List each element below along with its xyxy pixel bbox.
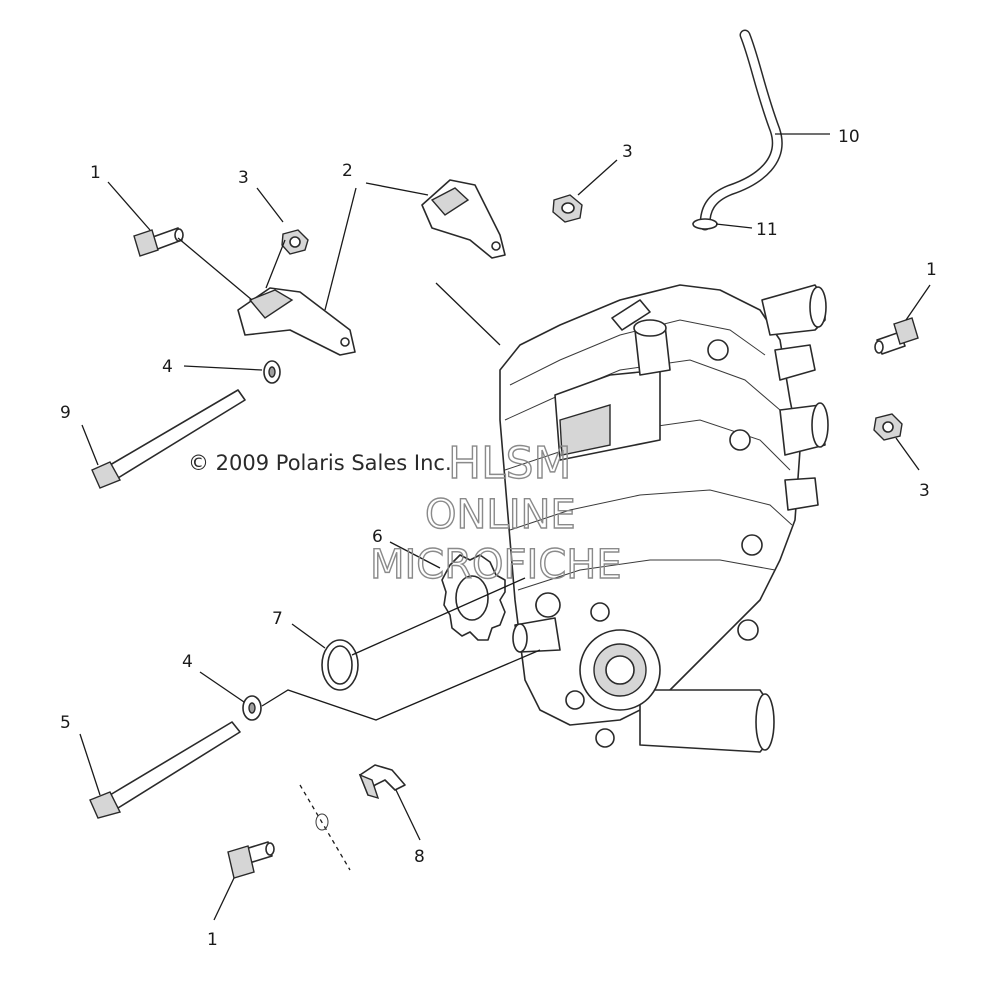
callout-4-lower: 4 <box>182 652 193 672</box>
nut-upper-center <box>552 194 583 223</box>
nut-upper-left <box>281 229 309 255</box>
long-bolt-upper <box>91 389 246 489</box>
callout-9: 9 <box>60 403 71 423</box>
callout-11: 11 <box>756 220 778 240</box>
callout-1-bottom: 1 <box>207 930 218 950</box>
callout-1-right: 1 <box>926 260 937 280</box>
callout-3-right: 3 <box>919 481 930 501</box>
sprocket <box>441 554 506 641</box>
watermark-line-3: MICROFICHE <box>370 542 622 588</box>
snap-ring <box>321 639 359 691</box>
callout-labels: 1 3 2 3 10 11 1 4 9 3 6 7 4 5 8 1 <box>60 127 937 950</box>
callout-8: 8 <box>414 847 425 867</box>
clip <box>358 764 406 800</box>
callout-4-upper: 4 <box>162 357 173 377</box>
callout-6: 6 <box>372 527 383 547</box>
callout-10: 10 <box>838 127 860 147</box>
watermark: HLSM ONLINE MICROFICHE <box>369 437 622 588</box>
long-bolt-lower <box>89 721 241 819</box>
washer-lower <box>242 695 262 721</box>
callout-3-upper-center: 3 <box>622 142 633 162</box>
bracket-right <box>421 179 506 259</box>
bolt-bottom <box>227 841 275 879</box>
copyright-notice: © 2009 Polaris Sales Inc. <box>188 451 452 475</box>
callout-7: 7 <box>272 609 283 629</box>
bracket-left <box>237 287 356 356</box>
watermark-line-1: HLSM <box>448 438 572 489</box>
transmission-housing <box>499 284 829 753</box>
washer-upper <box>263 360 281 384</box>
leader-lines <box>79 133 931 921</box>
bolt-right <box>874 317 919 355</box>
bolt-upper-left <box>133 227 184 257</box>
hose-clamp <box>692 218 718 230</box>
nut-right <box>873 413 903 441</box>
callout-3-upper-left: 3 <box>238 168 249 188</box>
callout-1-upper-left: 1 <box>90 163 101 183</box>
callout-5: 5 <box>60 713 71 733</box>
watermark-line-2: ONLINE <box>425 492 576 538</box>
callout-2: 2 <box>342 161 353 181</box>
vent-hose <box>699 29 783 231</box>
